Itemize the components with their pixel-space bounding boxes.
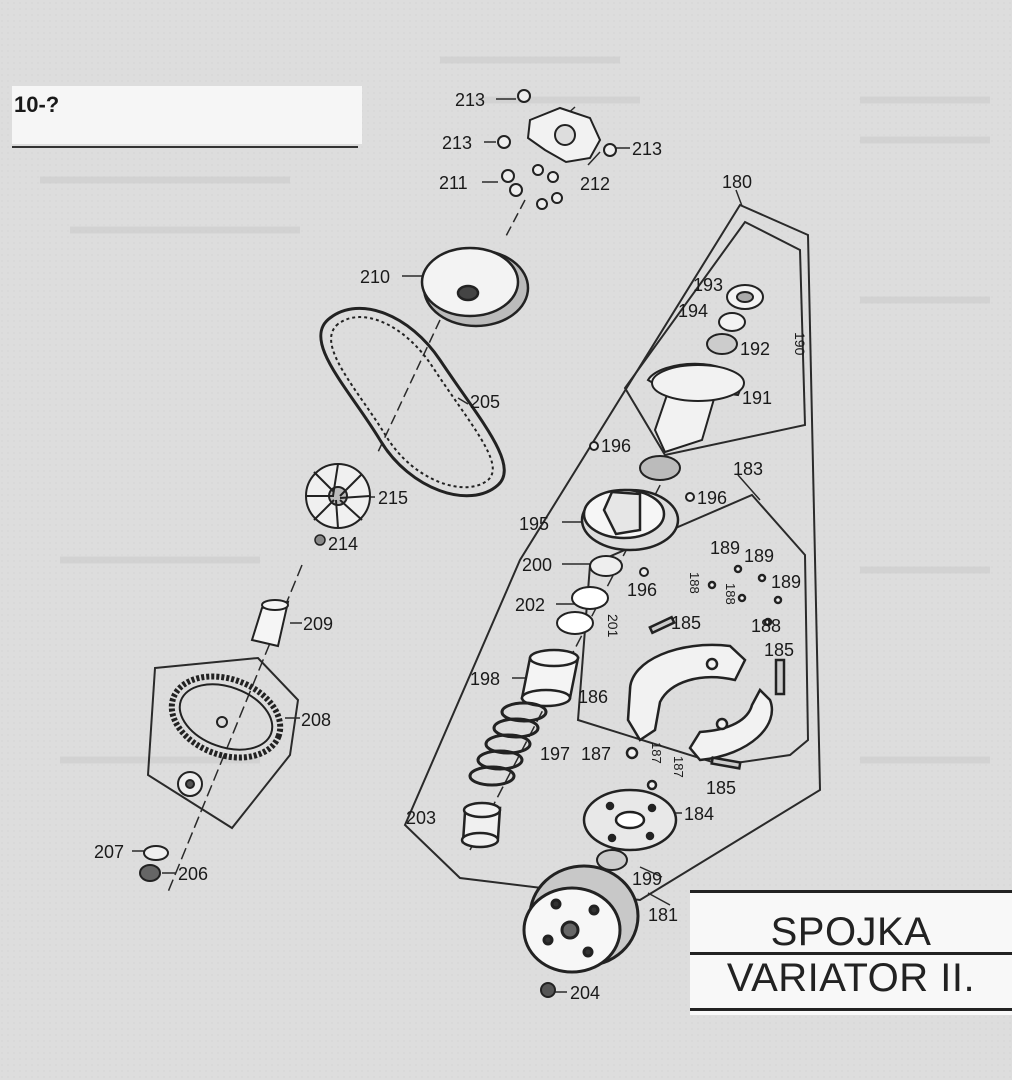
callout-label: 199 <box>632 869 662 889</box>
callout-label: 200 <box>522 555 552 575</box>
callout-label: 215 <box>378 488 408 508</box>
callout-label: 193 <box>693 275 723 295</box>
starter-gear <box>168 673 284 761</box>
driven-pulley-outline <box>623 220 807 457</box>
callout-label: 201 <box>605 614 621 638</box>
callout-label: 194 <box>678 301 708 321</box>
drive-collar <box>250 599 290 648</box>
title-rule-middle <box>690 952 1012 955</box>
callout-label: 208 <box>301 710 331 730</box>
title-rule-top <box>690 890 1012 893</box>
cooling-fan <box>305 463 371 529</box>
spacer-ring <box>460 801 502 849</box>
callout-label: 213 <box>442 133 472 153</box>
callout-label: 187 <box>671 756 686 778</box>
callout-label: 189 <box>710 538 740 558</box>
callout-label: 192 <box>740 339 770 359</box>
drive-pulley <box>420 246 530 328</box>
clutch-bell <box>522 864 640 974</box>
callout-label: 214 <box>328 534 358 554</box>
callout-label: 209 <box>303 614 333 634</box>
clutch-plate <box>582 788 678 852</box>
callout-label: 188 <box>687 572 702 594</box>
callout-label: 181 <box>648 905 678 925</box>
callout-label: 203 <box>406 808 436 828</box>
callout-label: 190 <box>792 332 808 356</box>
callout-label: 187 <box>581 744 611 764</box>
sliding-face <box>580 488 680 552</box>
callout-label: 180 <box>722 172 752 192</box>
callout-label: 211 <box>439 173 468 193</box>
callout-label: 213 <box>455 90 485 110</box>
callout-label: 183 <box>733 459 763 479</box>
callout-label: 189 <box>744 546 774 566</box>
title-line-2: VARIATOR II. <box>726 956 976 1000</box>
callout-label: 206 <box>178 864 208 884</box>
page-number-box: 10-? <box>12 86 362 144</box>
page-number: 10-? <box>14 92 60 117</box>
callout-label: 185 <box>706 778 736 798</box>
title-rule-bottom <box>690 1008 1012 1011</box>
drive-belt <box>319 306 506 498</box>
callout-label: 198 <box>470 669 500 689</box>
retainer-plate <box>526 106 602 164</box>
diagram-title-box: SPOJKA VARIATOR II. <box>690 890 1012 1015</box>
compression-spring <box>468 701 548 787</box>
title-line-1: SPOJKA <box>770 910 932 954</box>
callout-label: 197 <box>540 744 570 764</box>
callout-label: 210 <box>360 267 390 287</box>
callout-label: 191 <box>742 388 772 408</box>
callout-label: 189 <box>771 572 801 592</box>
gear-box-outline <box>146 656 300 830</box>
callout-label: 204 <box>570 983 600 1003</box>
callout-label: 196 <box>697 488 727 508</box>
callout-label: 188 <box>751 616 781 636</box>
collar-sleeve <box>520 648 580 708</box>
callout-label: 205 <box>470 392 500 412</box>
callout-label: 195 <box>519 514 549 534</box>
callout-label: 212 <box>580 174 610 194</box>
callout-label: 196 <box>601 436 631 456</box>
callout-label: 184 <box>684 804 714 824</box>
callout-label: 202 <box>515 595 545 615</box>
callout-label: 185 <box>764 640 794 660</box>
callout-label: 186 <box>578 687 608 707</box>
callout-label: 207 <box>94 842 124 862</box>
callout-label: 187 <box>649 742 664 764</box>
callout-label: 188 <box>723 583 738 605</box>
clutch-shoes <box>625 564 786 791</box>
callout-label: 196 <box>627 580 657 600</box>
callout-label: 213 <box>632 139 662 159</box>
page-number-rule <box>12 146 358 148</box>
callout-label: 185 <box>671 613 701 633</box>
